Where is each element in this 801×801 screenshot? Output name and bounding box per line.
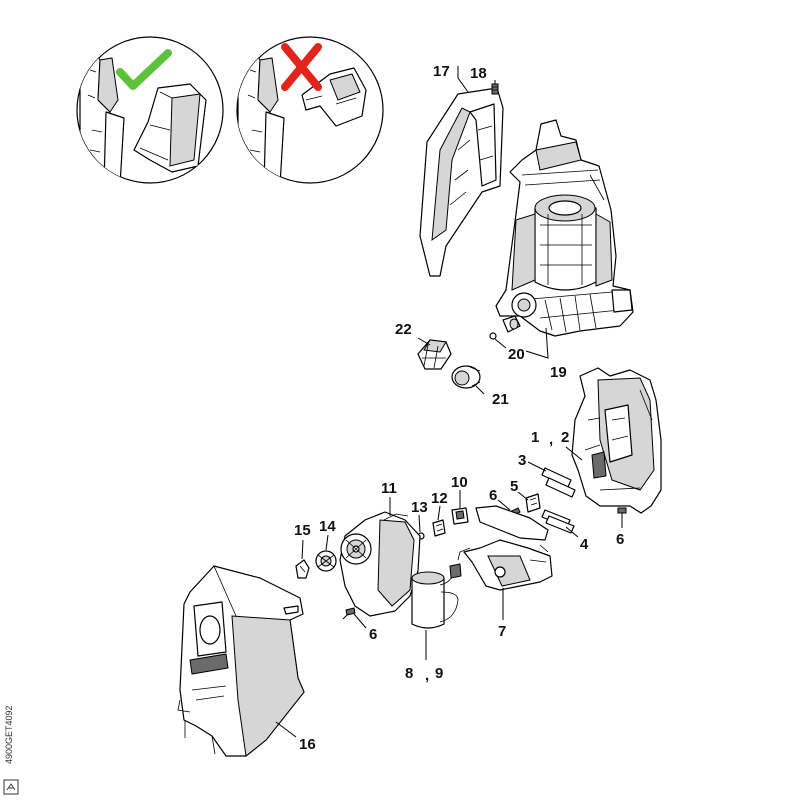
callout-2: 2 — [561, 429, 569, 446]
callout-3: 3 — [518, 452, 526, 469]
part-15-clip — [295, 559, 310, 579]
callout-16: 16 — [299, 736, 316, 753]
callout-22: 22 — [395, 321, 412, 338]
callout-9: 9 — [435, 665, 443, 682]
part-18-screw — [491, 83, 499, 95]
callout-18: 18 — [470, 65, 487, 82]
callout-11: 11 — [381, 480, 397, 497]
part-1-2-housing — [571, 367, 662, 514]
part-11-fan-housing — [339, 511, 421, 617]
leader-lines — [275, 66, 623, 738]
callout-21: 21 — [492, 391, 509, 408]
part-7-bracket — [457, 505, 553, 591]
callout-17: 17 — [433, 63, 450, 80]
callout-separator-8-9: , — [425, 667, 429, 684]
part-21-ring — [451, 365, 481, 389]
part-20-fittings — [489, 315, 521, 340]
callout-1: 1 — [531, 429, 539, 446]
part-3-bars — [541, 467, 576, 498]
part-14-disk — [315, 550, 337, 572]
part-10-switch — [451, 507, 469, 525]
part-5-clip — [525, 493, 541, 513]
part-6-screw-c — [342, 607, 356, 620]
inset-wrong — [236, 36, 384, 184]
part-12-connector — [432, 519, 446, 537]
callout-20: 20 — [508, 346, 525, 363]
callout-15: 15 — [294, 522, 311, 539]
callout-4: 4 — [580, 536, 589, 553]
corner-mark-icon — [3, 779, 19, 795]
callout-6-b: 6 — [616, 531, 624, 548]
part-16-front-cover — [177, 565, 305, 757]
callout-6-a: 6 — [489, 487, 497, 504]
callout-8: 8 — [405, 665, 413, 682]
callout-5: 5 — [510, 478, 518, 495]
callout-6-c: 6 — [369, 626, 377, 643]
part-6-screw-b — [617, 507, 627, 520]
callouts: 17 18 22 20 19 21 1 , 2 3 5 6 10 11 12 1… — [294, 63, 624, 753]
callout-separator-1-2: , — [549, 431, 553, 448]
x-icon — [281, 43, 322, 91]
part-17-cover-panel — [419, 87, 504, 277]
part-8-9-capacitor — [411, 563, 462, 629]
callout-14: 14 — [319, 518, 336, 535]
part-4-bars — [541, 509, 575, 534]
side-code: 4900GET4092 — [4, 705, 14, 764]
callout-7: 7 — [498, 623, 506, 640]
callout-19: 19 — [550, 364, 567, 381]
callout-10: 10 — [451, 474, 468, 491]
check-icon — [116, 49, 172, 90]
inset-correct — [76, 36, 224, 184]
part-19-motor-assembly — [495, 119, 634, 337]
part-22-coupling — [417, 339, 452, 370]
callout-13: 13 — [411, 499, 428, 516]
callout-12: 12 — [431, 490, 448, 507]
